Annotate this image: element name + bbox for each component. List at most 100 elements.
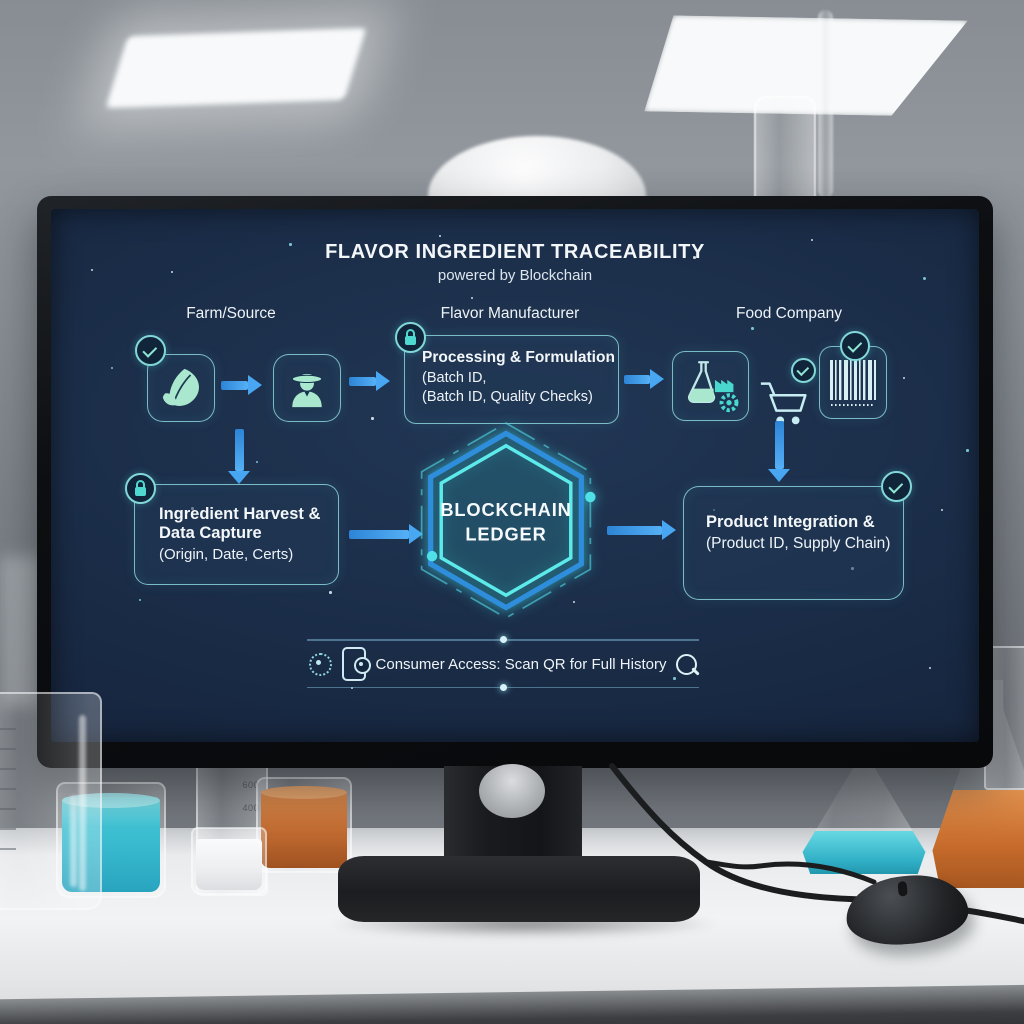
bar-bottom-line — [307, 683, 699, 691]
processing-formulation-box: Processing & Formulation (Batch ID, (Bat… — [404, 335, 619, 424]
column-label-flavor-manufacturer: Flavor Manufacturer — [440, 305, 580, 322]
processing-line3: (Batch ID, Quality Checks) — [422, 389, 593, 405]
ledger-line2: LEDGER — [465, 524, 546, 545]
ingredient-harvest-box: Ingredient Harvest & Data Capture (Origi… — [134, 484, 339, 585]
glass-rod-background — [818, 10, 833, 198]
lock-badge — [125, 473, 156, 504]
arrow-harvest-to-ledger — [349, 524, 423, 544]
glass-highlight — [70, 795, 77, 888]
harvest-line3: (Origin, Date, Certs) — [159, 546, 294, 563]
monitor: FLAVOR INGREDIENT TRACEABILITY powered b… — [37, 196, 993, 768]
glass-cylinder-background — [754, 96, 816, 200]
arrow-farmer-to-processing — [349, 371, 390, 391]
qr-scan-icon — [308, 652, 332, 676]
star-dot — [673, 677, 676, 680]
star-dot — [329, 591, 332, 594]
arrow-processing-to-foodco — [624, 369, 664, 389]
phone-scan-icon — [341, 647, 371, 681]
star-dot — [929, 667, 931, 669]
flask-factory-icon — [687, 361, 738, 413]
diagram-title: FLAVOR INGREDIENT TRACEABILITY — [325, 241, 705, 263]
monitor-stand-hole — [479, 764, 545, 818]
monitor-screen: FLAVOR INGREDIENT TRACEABILITY powered b… — [51, 209, 979, 742]
cyan-liquid — [62, 797, 160, 892]
harvest-line2: Data Capture — [159, 524, 262, 542]
check-icon — [796, 363, 810, 377]
arrow-leaf-to-farmer — [221, 375, 262, 395]
star-dot — [171, 271, 173, 273]
monitor-stand-base — [338, 856, 700, 922]
star-dot — [91, 269, 93, 271]
beaker-graduations — [0, 728, 16, 856]
white-liquid — [196, 839, 262, 890]
lock-icon — [405, 329, 416, 345]
check-badge — [881, 471, 912, 502]
star-dot — [693, 256, 696, 259]
check-badge — [791, 358, 816, 383]
check-icon — [888, 478, 904, 494]
processing-title: Processing & Formulation — [422, 349, 615, 366]
star-dot — [256, 461, 258, 463]
star-dot — [471, 297, 473, 299]
beaker-cyan — [56, 782, 166, 898]
glass-highlight — [79, 715, 86, 891]
star-dot — [573, 601, 575, 603]
bar-top-line — [307, 636, 699, 643]
camera-eye-icon — [353, 657, 371, 674]
arrow-ledger-to-product — [607, 520, 676, 540]
column-label-farm-source: Farm/Source — [186, 305, 276, 322]
check-badge — [840, 331, 870, 361]
cylinder-mark: 600 — [242, 780, 259, 790]
star-dot — [966, 449, 969, 452]
star-dot — [289, 243, 292, 246]
arrow-down-right — [768, 421, 790, 482]
flask-factory-node — [672, 351, 749, 421]
beaker-orange — [256, 777, 352, 873]
cyan-liquid — [802, 831, 926, 874]
blockchain-ledger-hexagon: BLOCKCHAIN LEDGER — [420, 422, 596, 619]
leaf-icon — [162, 368, 199, 406]
liquid-surface — [261, 786, 347, 799]
consumer-access-label: Consumer Access: Scan QR for Full Histor… — [375, 655, 667, 673]
beaker-white — [191, 827, 267, 895]
line-dot — [500, 683, 507, 691]
beaker-tall-left — [0, 692, 102, 910]
check-icon — [142, 342, 158, 358]
star-dot — [611, 247, 613, 249]
farmer-icon — [291, 372, 323, 408]
product-line1: Product Integration & — [706, 513, 875, 531]
star-dot — [923, 277, 926, 280]
star-dot — [941, 509, 943, 511]
column-label-food-company: Food Company — [736, 305, 842, 322]
star-dot — [903, 377, 905, 379]
farmer-node — [273, 354, 341, 422]
star-dot — [111, 367, 113, 369]
mouse-wheel — [897, 880, 908, 897]
star-dot — [371, 417, 374, 420]
lock-icon — [135, 480, 146, 496]
liquid-surface — [62, 793, 160, 808]
farm-source-leaf-node — [147, 354, 215, 422]
star-dot — [751, 327, 754, 330]
star-dot — [139, 599, 141, 601]
check-icon — [846, 337, 862, 353]
diagram-subtitle: powered by Blockchain — [437, 267, 593, 284]
product-line2: (Product ID, Supply Chain) — [706, 535, 891, 552]
ledger-line1: BLOCKCHAIN — [440, 499, 571, 520]
lock-badge — [395, 322, 426, 353]
arrow-down-left — [228, 429, 250, 484]
star-dot — [351, 687, 353, 689]
line-dot — [500, 636, 507, 643]
consumer-access-row: Consumer Access: Scan QR for Full Histor… — [307, 633, 699, 693]
blurred-bench — [0, 556, 42, 706]
consumer-access-bar: Consumer Access: Scan QR for Full Histor… — [307, 633, 699, 691]
star-dot — [439, 235, 441, 237]
cylinder-mark: 400 — [242, 803, 259, 813]
ceiling-light-left — [105, 27, 367, 109]
barcode-icon — [830, 359, 876, 406]
harvest-line1: Ingredient Harvest & — [159, 505, 321, 523]
orange-liquid — [261, 790, 347, 868]
check-badge — [135, 335, 166, 366]
magnifier-icon — [676, 653, 698, 675]
